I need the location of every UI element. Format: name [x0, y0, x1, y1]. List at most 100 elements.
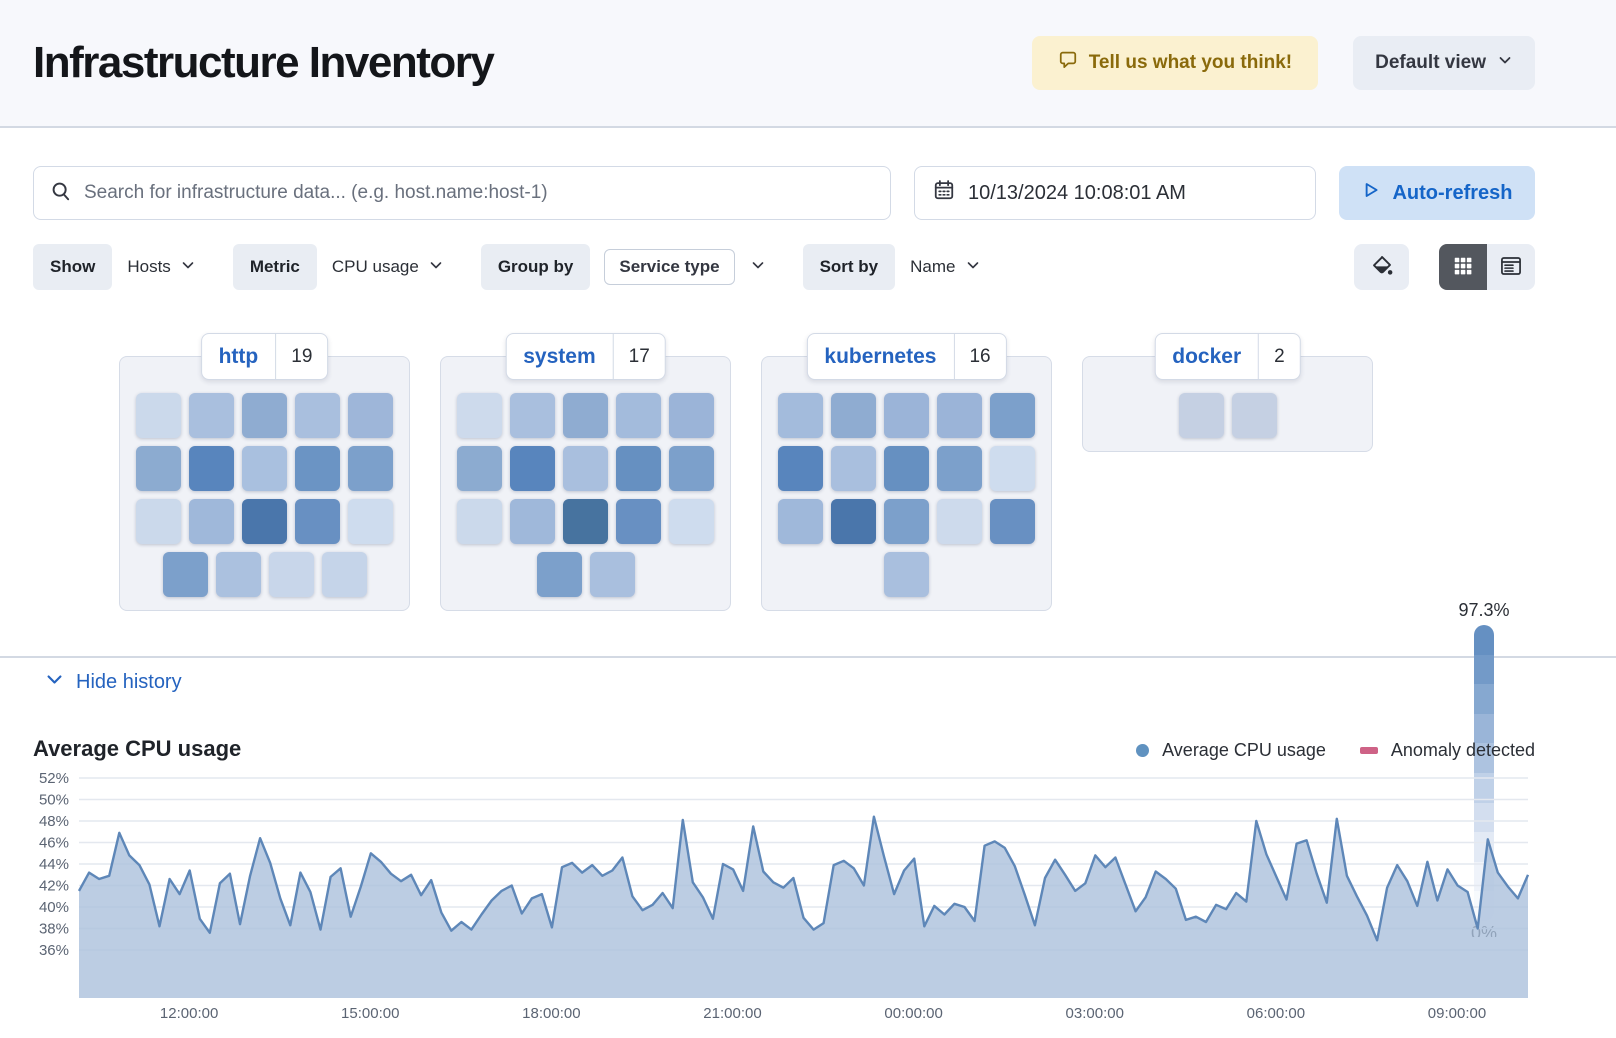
y-axis-tick: 46%	[39, 835, 69, 852]
host-square[interactable]	[990, 446, 1035, 491]
host-square[interactable]	[457, 393, 502, 438]
fill-color-button[interactable]	[1354, 244, 1409, 290]
host-square[interactable]	[990, 393, 1035, 438]
group-name-link[interactable]: system	[523, 344, 596, 368]
host-square[interactable]	[616, 393, 661, 438]
host-square[interactable]	[831, 499, 876, 544]
y-axis-tick: 44%	[39, 856, 69, 873]
group-name-link[interactable]: http	[218, 344, 259, 368]
host-square[interactable]	[189, 393, 234, 438]
host-square[interactable]	[669, 446, 714, 491]
host-square[interactable]	[937, 499, 982, 544]
search-input[interactable]	[84, 182, 874, 204]
show-label: Show	[33, 244, 113, 290]
group-by-control: Group by Service type	[480, 244, 781, 290]
host-square[interactable]	[242, 393, 287, 438]
host-square[interactable]	[189, 499, 234, 544]
host-square[interactable]	[937, 446, 982, 491]
grid-view-button[interactable]	[1439, 244, 1487, 290]
badge-divider	[612, 334, 614, 379]
sort-by-label: Sort by	[802, 244, 896, 290]
sort-by-select[interactable]: Name	[895, 257, 995, 278]
hide-history-toggle[interactable]: Hide history	[45, 670, 182, 695]
host-square[interactable]	[937, 393, 982, 438]
badge-divider	[1258, 334, 1260, 379]
host-square[interactable]	[295, 446, 340, 491]
host-square[interactable]	[510, 446, 555, 491]
group-name-link[interactable]: docker	[1172, 344, 1242, 368]
show-select[interactable]: Hosts	[112, 257, 210, 278]
group-name-link[interactable]: kubernetes	[824, 344, 937, 368]
host-square[interactable]	[669, 499, 714, 544]
legend-item-anomaly[interactable]: Anomaly detected	[1359, 740, 1535, 761]
host-square[interactable]	[136, 446, 181, 491]
host-square[interactable]	[348, 499, 393, 544]
host-square[interactable]	[215, 552, 261, 597]
waffle-row	[778, 552, 1035, 597]
host-square[interactable]	[295, 499, 340, 544]
metric-select[interactable]: CPU usage	[317, 257, 459, 278]
host-square[interactable]	[616, 499, 661, 544]
host-square[interactable]	[884, 499, 929, 544]
feedback-button[interactable]: Tell us what you think!	[1031, 36, 1319, 90]
host-square[interactable]	[1231, 393, 1277, 438]
chevron-down-icon	[965, 257, 981, 278]
host-square[interactable]	[321, 552, 367, 597]
host-square[interactable]	[616, 446, 661, 491]
group-by-pill[interactable]: Service type	[604, 249, 735, 285]
host-square[interactable]	[457, 446, 502, 491]
date-picker[interactable]: 10/13/2024 10:08:01 AM	[914, 166, 1316, 220]
host-square[interactable]	[536, 552, 582, 597]
host-square[interactable]	[136, 393, 181, 438]
host-square[interactable]	[669, 393, 714, 438]
host-square[interactable]	[884, 446, 929, 491]
host-square[interactable]	[136, 499, 181, 544]
host-square[interactable]	[589, 552, 635, 597]
auto-refresh-button[interactable]: Auto-refresh	[1339, 166, 1535, 220]
host-square[interactable]	[510, 393, 555, 438]
table-view-button[interactable]	[1487, 244, 1535, 290]
host-square[interactable]	[242, 499, 287, 544]
host-square[interactable]	[348, 393, 393, 438]
x-axis-tick: 15:00:00	[341, 1005, 399, 1022]
host-square[interactable]	[1178, 393, 1224, 438]
y-axis-tick: 50%	[39, 792, 69, 809]
host-square[interactable]	[189, 446, 234, 491]
host-square[interactable]	[242, 446, 287, 491]
search-toolbar: 10/13/2024 10:08:01 AM Auto-refresh	[33, 166, 1535, 220]
host-square[interactable]	[990, 499, 1035, 544]
default-view-label: Default view	[1375, 52, 1486, 73]
host-square[interactable]	[884, 393, 929, 438]
x-axis-tick: 09:00:00	[1428, 1005, 1486, 1022]
host-square[interactable]	[162, 552, 208, 597]
host-square[interactable]	[563, 499, 608, 544]
default-view-button[interactable]: Default view	[1353, 36, 1535, 90]
speech-bubble-icon	[1058, 50, 1078, 76]
legend-item-series[interactable]: Average CPU usage	[1136, 740, 1326, 761]
host-square[interactable]	[295, 393, 340, 438]
y-axis-tick: 36%	[39, 942, 69, 959]
view-tools	[1354, 244, 1535, 290]
host-square[interactable]	[778, 446, 823, 491]
host-square[interactable]	[510, 499, 555, 544]
host-square[interactable]	[268, 552, 314, 597]
host-square[interactable]	[563, 393, 608, 438]
group-by-select[interactable]	[735, 257, 781, 278]
host-square[interactable]	[831, 393, 876, 438]
host-square[interactable]	[778, 393, 823, 438]
host-square[interactable]	[348, 446, 393, 491]
host-square[interactable]	[563, 446, 608, 491]
host-square[interactable]	[884, 552, 929, 597]
search-box	[33, 166, 891, 220]
host-square[interactable]	[831, 446, 876, 491]
host-square[interactable]	[778, 499, 823, 544]
host-square[interactable]	[457, 499, 502, 544]
